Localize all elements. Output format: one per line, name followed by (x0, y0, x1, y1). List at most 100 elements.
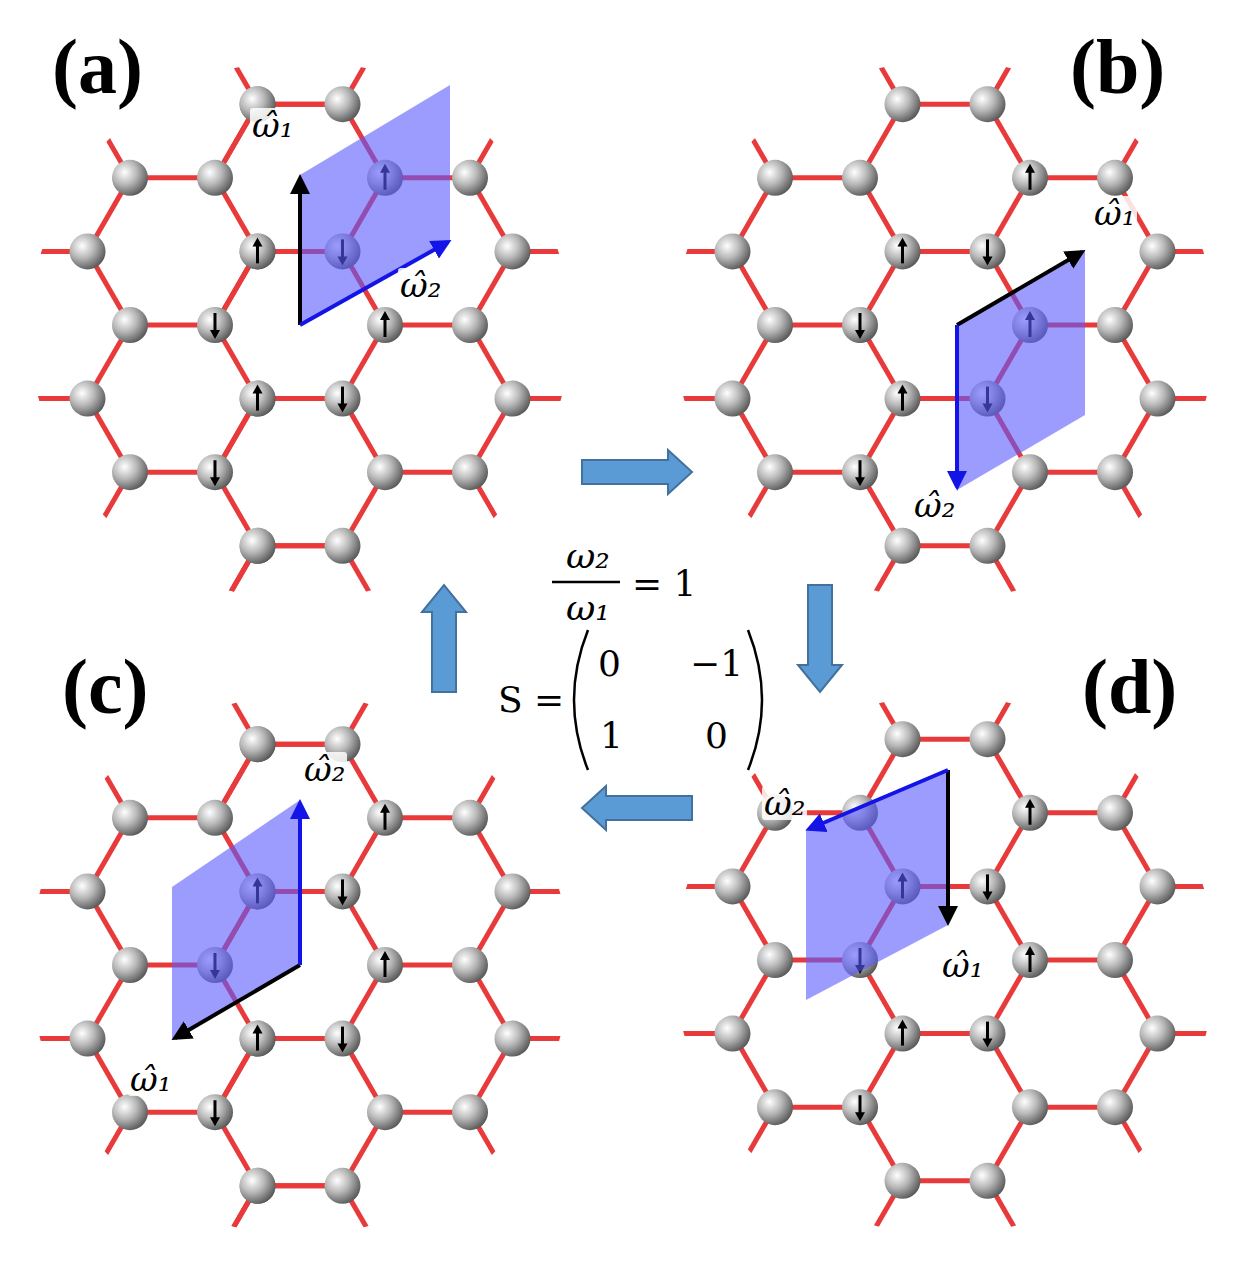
atom (367, 454, 403, 490)
atom (757, 454, 793, 490)
atom (325, 873, 361, 909)
spin-arrow (338, 404, 348, 413)
spin-arrow (210, 330, 220, 339)
fraction-bar (552, 581, 620, 584)
equation-text: = 1 (632, 566, 697, 602)
spin-arrow (341, 387, 344, 405)
atom (1097, 307, 1133, 343)
atom (970, 86, 1006, 122)
spin-arrow (898, 237, 908, 246)
atom (1012, 1089, 1048, 1125)
atom (1012, 795, 1048, 831)
vector-label: ω̂₂ (762, 786, 807, 820)
spin-arrow (859, 1095, 862, 1113)
atom (1012, 942, 1048, 978)
spin-arrow (898, 1020, 908, 1029)
matrix-bracket (748, 630, 762, 770)
matrix-entry: 1 (600, 718, 623, 754)
spin-arrow (256, 245, 259, 263)
atom (715, 233, 751, 269)
vector-label: ω̂₁ (128, 1062, 173, 1096)
atom (885, 721, 921, 757)
spin-arrow (983, 256, 993, 265)
unit-cell (172, 85, 1085, 1040)
spin-arrow (1025, 946, 1035, 955)
spin-arrow (855, 330, 865, 339)
atom (715, 868, 751, 904)
vector-label: ω̂₂ (302, 752, 347, 786)
atom (240, 381, 276, 417)
panel-label: (c) (62, 648, 149, 726)
spin-arrow (901, 245, 904, 263)
atom (70, 233, 106, 269)
panel-label: (d) (1082, 648, 1177, 726)
atom (452, 800, 488, 836)
spin-arrow (338, 1044, 348, 1053)
cycle-arrow (422, 450, 842, 830)
atom (325, 381, 361, 417)
spin-arrow (253, 385, 263, 394)
atom (452, 1094, 488, 1130)
atom (1140, 1016, 1176, 1052)
atom (367, 947, 403, 983)
atom (495, 873, 531, 909)
atom (197, 800, 233, 836)
panel-label: (a) (52, 28, 143, 106)
unit-cell (957, 250, 1085, 490)
atom (1012, 160, 1048, 196)
spin-arrow (1029, 172, 1032, 190)
atom (70, 381, 106, 417)
matrix-entry: 0 (705, 718, 728, 754)
spin-arrow (210, 1117, 220, 1126)
fraction-denominator: ω₁ (566, 590, 610, 626)
atom (197, 307, 233, 343)
lattice-vector (955, 325, 959, 487)
vector-label: ω̂₂ (912, 488, 957, 522)
atom (1140, 868, 1176, 904)
spin-arrow (859, 313, 862, 331)
cycle-arrow (582, 450, 692, 494)
matrix-entry: 0 (598, 646, 621, 682)
spin-arrow (384, 812, 387, 830)
atom (970, 721, 1006, 757)
atom (367, 1094, 403, 1130)
atom (325, 1021, 361, 1057)
spin-arrow (986, 874, 989, 892)
spin-arrow (214, 1100, 217, 1118)
atom (1012, 454, 1048, 490)
unit-cell (300, 85, 450, 325)
cycle-arrow (422, 585, 466, 692)
atom (757, 1089, 793, 1125)
atom (885, 1163, 921, 1199)
atom (240, 1168, 276, 1204)
atom (1097, 795, 1133, 831)
lattice-vector (175, 965, 300, 1038)
vector-label: ω̂₁ (940, 948, 985, 982)
atom (112, 307, 148, 343)
atom (842, 1089, 878, 1125)
spin-arrow (380, 804, 390, 813)
atom (112, 454, 148, 490)
atom (1097, 454, 1133, 490)
atom (325, 1168, 361, 1204)
spin-arrow (1029, 954, 1032, 972)
spin-arrow (384, 319, 387, 337)
spin-arrow (253, 237, 263, 246)
spin-arrow (898, 385, 908, 394)
atom (367, 307, 403, 343)
spin-arrow (214, 313, 217, 331)
spin-arrow (253, 1025, 263, 1034)
atom (452, 160, 488, 196)
spin-arrow (986, 239, 989, 257)
bond (3, 671, 598, 1260)
atom (1097, 160, 1133, 196)
atom (112, 800, 148, 836)
spin-arrow (855, 1112, 865, 1121)
atom (240, 726, 276, 762)
atom (1097, 942, 1133, 978)
atom (1140, 381, 1176, 417)
atom (197, 160, 233, 196)
atom (842, 307, 878, 343)
atom (715, 381, 751, 417)
